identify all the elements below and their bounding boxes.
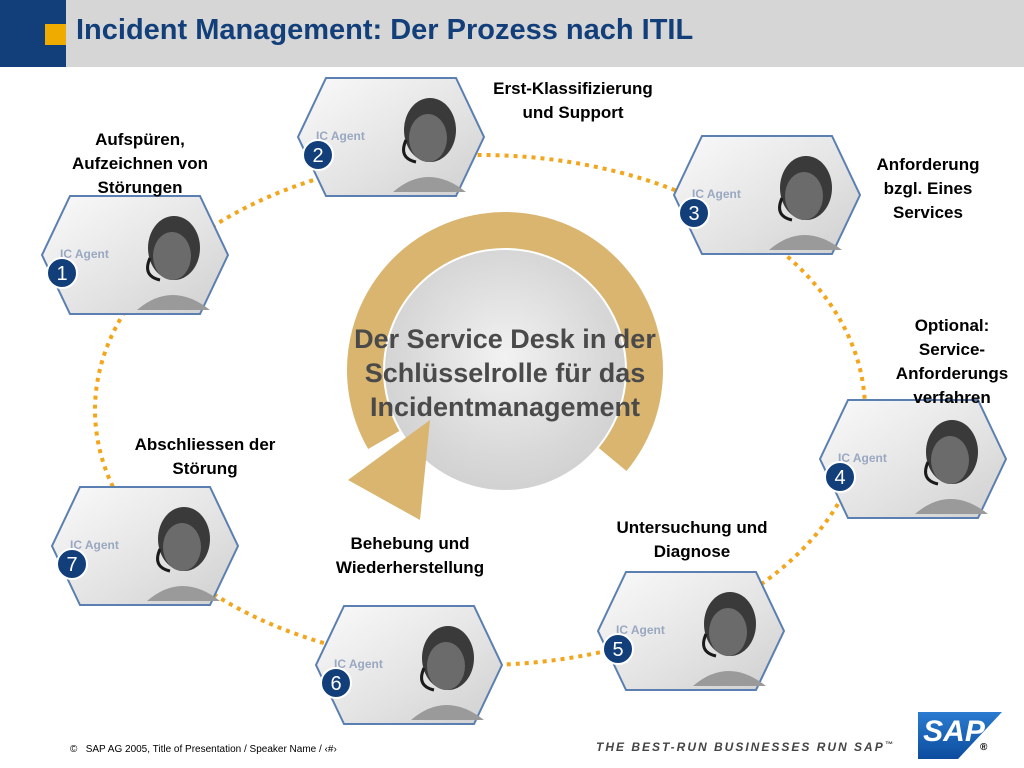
agent-badge-text: IC Agent [334, 657, 383, 671]
step-number-badge [302, 139, 334, 171]
agent-shoulders [137, 295, 210, 310]
label-step-2: Erst-Klassifizierung und Support [493, 79, 653, 122]
label-step-3: Anforderung bzgl. Eines Services [876, 155, 980, 222]
agent-face-icon [931, 436, 969, 484]
step-number-text: 1 [56, 263, 67, 285]
step-number-text: 3 [688, 203, 699, 225]
footer-text: SAP AG 2005, Title of Presentation / Spe… [85, 744, 337, 755]
headset-icon [702, 633, 717, 658]
agent-face-icon [163, 523, 201, 571]
footer-copyright: © SAP AG 2005, Title of Presentation / S… [70, 744, 337, 755]
step-number-text: 2 [312, 145, 323, 167]
label-step-4: Untersuchung und Diagnose [616, 518, 768, 561]
agent-shoulders [393, 177, 466, 192]
agent-face-icon [709, 608, 747, 656]
step-number-badge [56, 548, 88, 580]
center-line-3: Incidentmanagement [369, 392, 641, 422]
step-number-badge [824, 461, 856, 493]
agent-shoulders [769, 235, 842, 250]
headset-icon [924, 461, 939, 486]
slide-title: Incident Management: Der Prozess nach IT… [76, 14, 694, 46]
headset-icon [778, 197, 793, 222]
step-number-text: 4 [834, 467, 845, 489]
sap-logo-text: SAP [923, 715, 985, 748]
agent-badge-text: IC Agent [60, 247, 109, 261]
center-ring-arrow [347, 212, 664, 528]
agent-node-2: IC Agent 2 [296, 77, 486, 197]
agent-node-6: IC Agent 6 [314, 605, 504, 725]
agent-badge-text: IC Agent [316, 129, 365, 143]
agent-node-1: IC Agent 1 [40, 195, 230, 315]
trademark-mark: ™ [884, 740, 895, 749]
registered-mark: ® [980, 742, 988, 753]
headset-icon [156, 548, 171, 573]
agent-face-icon [785, 172, 823, 220]
headset-icon [420, 667, 435, 692]
center-line-1: Der Service Desk in der [354, 324, 656, 354]
step-number-badge [46, 257, 78, 289]
agent-node-7: IC Agent 7 [50, 486, 240, 606]
footer-tagline: THE BEST-RUN BUSINESSES RUN SAP™ [596, 740, 895, 754]
agent-badge-text: IC Agent [692, 187, 741, 201]
agent-shoulders [915, 499, 988, 514]
headset-icon [402, 139, 417, 164]
center-statement: Der Service Desk in der Schlüsselrolle f… [300, 322, 710, 424]
label-step-5: Behebung und Wiederherstellung [335, 534, 485, 577]
agent-shoulders [147, 586, 220, 601]
step-number-text: 7 [66, 554, 77, 576]
label-step-1: Aufspüren, Aufzeichnen von Störungen [71, 130, 208, 197]
agent-face-icon [409, 114, 447, 162]
headset-icon [146, 257, 161, 282]
agent-shoulders [411, 705, 484, 720]
agent-node-4: IC Agent 4 [818, 399, 1008, 519]
agent-badge-text: IC Agent [70, 538, 119, 552]
step-number-text: 5 [612, 639, 623, 661]
header-orange-square [45, 24, 66, 45]
step-number-badge [678, 197, 710, 229]
agent-badge-text: IC Agent [838, 451, 887, 465]
agent-node-3: IC Agent 3 [672, 135, 862, 255]
step-number-badge [320, 667, 352, 699]
agent-face-icon [427, 642, 465, 690]
center-line-2: Schlüsselrolle für das [364, 358, 646, 388]
label-optional: Optional: Service- Anforderungs verfahre… [895, 316, 1009, 407]
slide-header: Incident Management: Der Prozess nach IT… [0, 0, 1024, 67]
step-number-badge [602, 633, 634, 665]
label-step-6: Abschliessen der Störung [134, 435, 276, 478]
agent-face-icon [153, 232, 191, 280]
agent-shoulders [693, 671, 766, 686]
step-number-text: 6 [330, 673, 341, 695]
sap-logo-shape [918, 712, 1002, 759]
agent-badge-text: IC Agent [616, 623, 665, 637]
sap-logo: SAP ® [918, 712, 1002, 759]
copyright-symbol: © [70, 744, 78, 755]
agent-node-5: IC Agent 5 [596, 571, 786, 691]
